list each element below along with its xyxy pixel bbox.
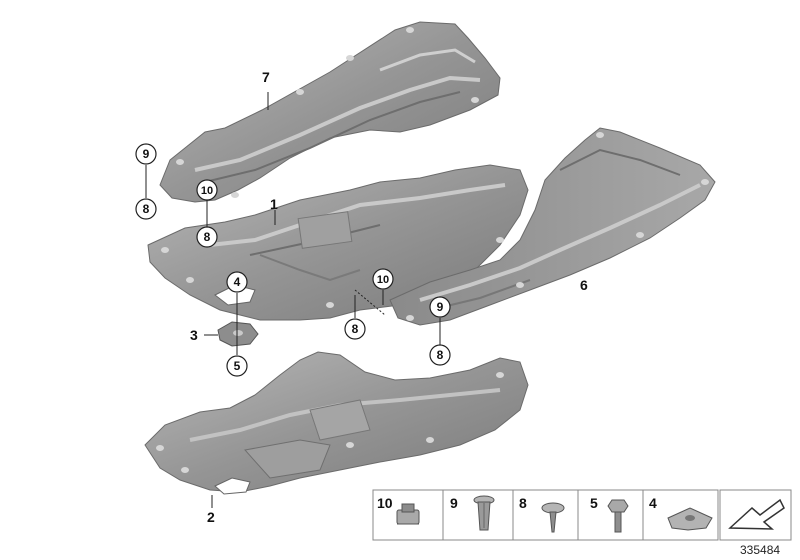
legend-number-10: 10 xyxy=(377,495,393,511)
callout-10-left: 10 xyxy=(201,185,213,197)
callout-circle-5: 5 xyxy=(226,355,248,377)
expanding-rivet-icon xyxy=(473,495,495,531)
spring-nut-icon xyxy=(667,507,713,531)
callout-1: 1 xyxy=(270,196,278,212)
callout-9-left: 9 xyxy=(143,147,150,161)
screw-icon xyxy=(541,502,565,533)
callout-8-center-left: 8 xyxy=(204,230,211,244)
hex-bolt-icon xyxy=(607,499,629,533)
underbody-panel-6 xyxy=(389,127,716,326)
callout-circle-8-center-left: 8 xyxy=(196,226,218,248)
callout-10-center: 10 xyxy=(377,274,389,286)
legend-number-4: 4 xyxy=(649,495,657,511)
callout-3: 3 xyxy=(190,327,198,343)
callout-circle-10-center: 10 xyxy=(372,268,394,290)
callout-circle-9-right: 9 xyxy=(429,296,451,318)
callout-9-right: 9 xyxy=(437,300,444,314)
leader-lines xyxy=(145,92,441,508)
callout-2: 2 xyxy=(207,509,215,525)
legend-number-8: 8 xyxy=(519,495,527,511)
callout-8-center: 8 xyxy=(352,322,359,336)
clip-nut-icon xyxy=(396,503,420,525)
callout-8-left: 8 xyxy=(143,202,150,216)
parts-legend: 10 9 8 5 4 xyxy=(372,489,792,541)
callout-circle-4: 4 xyxy=(226,271,248,293)
callout-6: 6 xyxy=(580,277,588,293)
legend-number-9: 9 xyxy=(450,495,458,511)
callout-circle-8-right: 8 xyxy=(429,344,451,366)
underbody-panel-2 xyxy=(144,351,529,495)
legend-number-5: 5 xyxy=(590,495,598,511)
drawing-number: 335484 xyxy=(740,543,780,557)
callout-7: 7 xyxy=(262,69,270,85)
callout-8-right: 8 xyxy=(437,348,444,362)
forward-arrow-icon xyxy=(728,498,785,530)
cover-part-3 xyxy=(217,321,259,347)
callout-circle-9-left: 9 xyxy=(135,143,157,165)
callout-5: 5 xyxy=(234,359,241,373)
underbody-panel-7 xyxy=(159,21,501,203)
callout-circle-10-left: 10 xyxy=(196,179,218,201)
callout-circle-8-left: 8 xyxy=(135,198,157,220)
callout-circle-8-center: 8 xyxy=(344,318,366,340)
callout-4: 4 xyxy=(234,275,241,289)
